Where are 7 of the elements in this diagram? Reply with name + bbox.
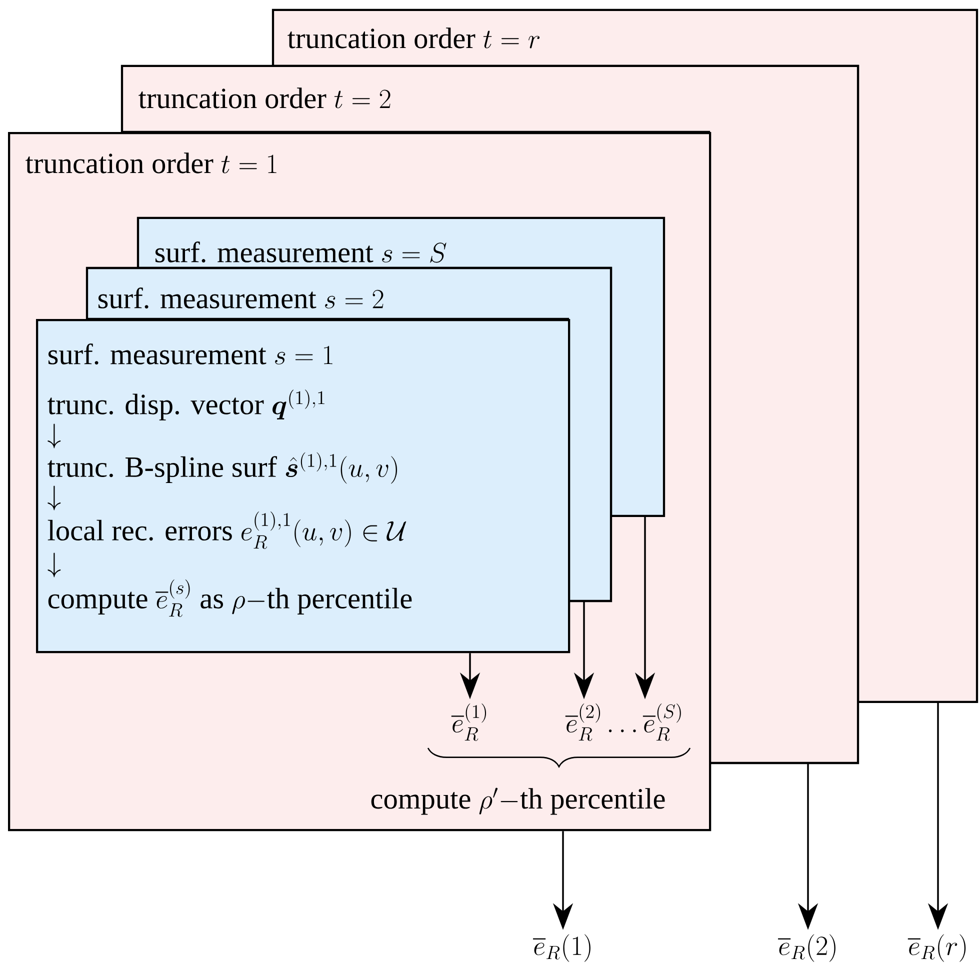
result-label: $\overline{e}_R(r)$ (908, 934, 966, 962)
result-label: $\overline{e}_R^{(2)}$ (565, 704, 600, 741)
result-label: $\overline{e}_R^{(1)}$ (451, 704, 486, 741)
result-label: $\overline{e}_R(2)$ (778, 934, 836, 962)
result-label: $\ldots\overline{e}_R^{(S)}$ (608, 704, 681, 741)
result-label: $\overline{e}_R(1)$ (533, 934, 590, 962)
step-box: $\text{surf. measurement } s=1$ $\text{trunc. disp. vector } \boldsymbol{q}^{(1),1}$ $\downarrow$ $\text{trunc. B-spline surf } \hat{\boldsymbol{s}}^{(1),1}(u,v)$ $\downarrow$ $\text{local rec. errors } e_R^{(1),1}(u,v)\in\mathcal{U}$ $\downarrow$ $\text{compute } \overline{e}_R^{(s)} \text{ as } \rho{-}\text{th percentile}$ (36, 319, 570, 654)
